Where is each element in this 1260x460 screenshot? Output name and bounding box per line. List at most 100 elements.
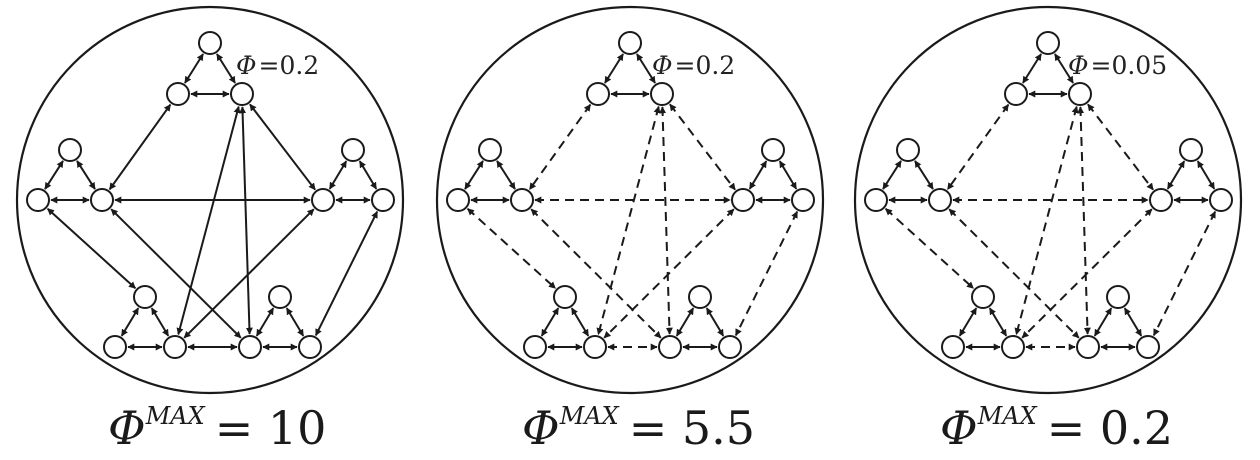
- panel-3-edge-T2-R1: [1087, 103, 1154, 191]
- panel-2-caption-value: = 5.5: [629, 401, 755, 455]
- panel-1-caption-symbol: Φ: [108, 401, 146, 455]
- panel-2-node-R2: [791, 188, 815, 212]
- panel-3-node-T1: [1004, 82, 1028, 106]
- panel-3-node-BR0: [1106, 285, 1130, 309]
- panel-1-edge-T2-R1: [249, 103, 316, 191]
- panel-1-edge-L0-L1: [44, 160, 64, 190]
- panel-2-edge-T0-T1: [604, 53, 624, 84]
- panel-1-edge-R0-R2: [358, 160, 378, 190]
- panel-3-node-BR1: [1076, 335, 1100, 359]
- panel-1-edge-BL0-BL2: [150, 307, 170, 337]
- panel-1-node-BR0: [268, 285, 292, 309]
- panel-2-caption-symbol: Φ: [522, 401, 560, 455]
- panel-3-edge-L2-BR1: [948, 208, 1080, 339]
- panel-1-node-BL0: [133, 285, 157, 309]
- panel-2-node-BR0: [688, 285, 712, 309]
- panel-2-edge-R1-BL2: [603, 208, 735, 339]
- panel-2-node-L0: [478, 138, 502, 162]
- panel-3-edge-T2-BR1: [1077, 106, 1091, 335]
- panel-1-node-T2: [230, 82, 254, 106]
- panel-1-edge-BL0-BL1: [120, 307, 140, 337]
- panel-3-caption-superscript: MAX: [977, 402, 1038, 430]
- panel-3-node-T0: [1036, 31, 1060, 55]
- panel-3-edge-R0-R2: [1196, 160, 1216, 190]
- panel-3-edges: [882, 53, 1217, 351]
- panel-1-edge-R1-BL2: [183, 208, 315, 339]
- panel-1-node-T1: [166, 82, 190, 106]
- panel-3-node-L2: [928, 188, 952, 212]
- panel-3-edge-R1-BL2: [1021, 208, 1153, 339]
- panel-1: Φ=0.2 ΦMAX= 10: [15, 5, 405, 455]
- panel-1-phi-symbol: Φ: [236, 51, 257, 80]
- panel-3-edge-T0-T2: [1054, 53, 1074, 84]
- panel-1-node-L1: [26, 188, 50, 212]
- panel-1-node-BR2: [298, 335, 322, 359]
- panel-2-edge-T1-L2: [528, 104, 592, 190]
- panel-1-node-R0: [341, 138, 365, 162]
- panel-3-phi-label: Φ=0.05: [1068, 51, 1167, 80]
- panel-2-edge-L0-L1: [464, 160, 484, 190]
- panel-2-node-R0: [761, 138, 785, 162]
- panel-1-node-BL1: [103, 335, 127, 359]
- panel-1-edge-L2-BR1: [110, 208, 242, 339]
- panel-1-node-L2: [90, 188, 114, 212]
- panel-3-edge-R2-BR2: [1152, 210, 1217, 337]
- panel-3-node-BL1: [941, 335, 965, 359]
- panel-1-node-R1: [311, 188, 335, 212]
- panel-1-edge-T2-BR1: [239, 106, 253, 335]
- panel-3-edge-BL0-BL1: [958, 307, 978, 337]
- panel-3-node-R0: [1179, 138, 1203, 162]
- panel-3-edge-T2-BL2: [1014, 105, 1079, 336]
- panel-1-phi-label: Φ=0.2: [236, 51, 319, 80]
- panel-2-edge-BR0-BR1: [675, 307, 695, 337]
- panel-2-edge-R0-R2: [778, 160, 798, 190]
- panel-2-node-T1: [586, 82, 610, 106]
- panel-2-edge-BL0-BL2: [570, 307, 590, 337]
- panel-2-edge-L0-L2: [496, 160, 516, 190]
- panel-3-node-L0: [896, 138, 920, 162]
- panel-2-node-BL1: [523, 335, 547, 359]
- panel-1-caption-superscript: MAX: [145, 402, 206, 430]
- panel-3-phi-symbol: Φ: [1068, 51, 1089, 80]
- panel-1-node-BR1: [238, 335, 262, 359]
- panel-3-node-L1: [864, 188, 888, 212]
- panel-1-node-T0: [198, 31, 222, 55]
- panel-1-caption: ΦMAX = 10: [108, 401, 326, 455]
- panel-3-edge-L0-L2: [914, 160, 934, 190]
- panel-3-boundary-circle: [853, 5, 1243, 395]
- panel-3-edge-BL0-BL2: [988, 307, 1008, 337]
- panel-3-edge-R0-R1: [1166, 160, 1186, 190]
- panel-3-edge-L0-L1: [882, 160, 902, 190]
- panel-2-node-BL2: [583, 335, 607, 359]
- panel-2-node-R1: [731, 188, 755, 212]
- panel-2-phi-label: Φ=0.2: [652, 51, 735, 80]
- panel-1-edge-BR0-BR1: [255, 307, 275, 337]
- panel-2-node-T2: [650, 82, 674, 106]
- panel-3-node-R1: [1149, 188, 1173, 212]
- panel-3-node-T2: [1068, 82, 1092, 106]
- panel-2-node-BR1: [658, 335, 682, 359]
- panel-2-edge-BL0-BL1: [540, 307, 560, 337]
- panel-2-edge-L2-BR1: [530, 208, 662, 339]
- panel-2-nodes: [446, 31, 815, 359]
- panel-3-edge-T0-T1: [1022, 53, 1042, 84]
- panel-1-caption-value: = 10: [215, 401, 327, 455]
- panel-3-caption: ΦMAX= 0.2: [940, 401, 1173, 455]
- panel-1-edge-T0-T2: [216, 53, 236, 84]
- panel-2-edges: [464, 53, 799, 351]
- panel-1-edge-T2-BL2: [176, 105, 241, 336]
- panel-2-node-T0: [618, 31, 642, 55]
- panel-2-node-L1: [446, 188, 470, 212]
- panel-2-node-L2: [510, 188, 534, 212]
- panel-2-node-BL0: [553, 285, 577, 309]
- panel-2-caption: ΦMAX= 5.5: [522, 401, 755, 455]
- panel-3-caption-symbol: Φ: [940, 401, 978, 455]
- panel-1-node-R2: [371, 188, 395, 212]
- panel-2-edge-R2-BR2: [734, 210, 799, 337]
- panel-2-node-BR2: [718, 335, 742, 359]
- panel-3: Φ=0.05 ΦMAX= 0.2: [853, 5, 1243, 455]
- panel-1-edge-T0-T1: [184, 53, 204, 84]
- panel-3-phi-value: =0.05: [1091, 51, 1168, 80]
- panel-1-phi-value: =0.2: [259, 51, 320, 80]
